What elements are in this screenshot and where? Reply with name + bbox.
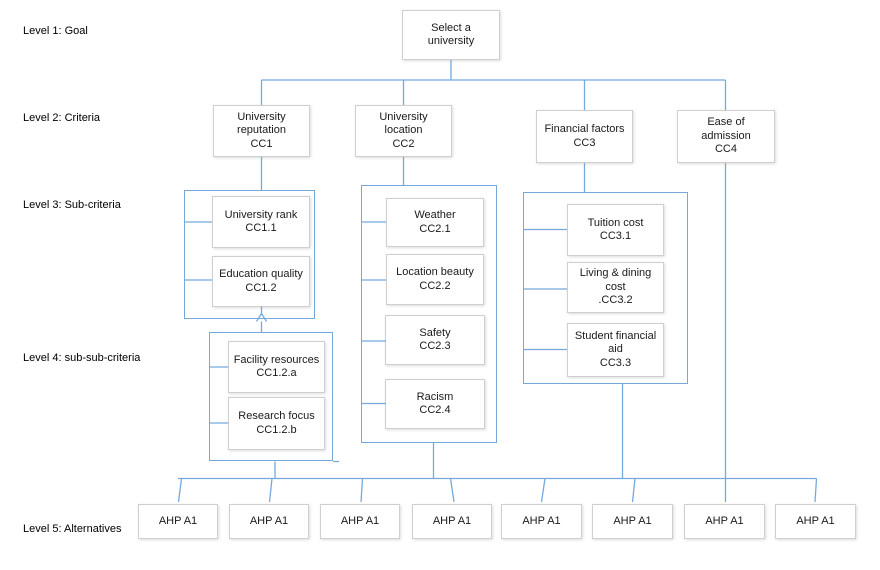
node-goal: Select a university [402, 10, 500, 60]
node-alternative-1: AHP A1 [138, 504, 218, 539]
node-cc23-safety: Safety CC2.3 [385, 315, 485, 365]
node-alternative-2: AHP A1 [229, 504, 309, 539]
node-cc22-location-beauty: Location beauty CC2.2 [386, 254, 484, 305]
node-cc3-financial-factors: Financial factors CC3 [536, 110, 633, 163]
node-cc21-weather: Weather CC2.1 [386, 198, 484, 247]
node-cc33-student-financial-aid: Student financial aid CC3.3 [567, 323, 664, 377]
node-cc2-university-location: University location CC2 [355, 105, 452, 157]
node-alternative-7: AHP A1 [684, 504, 765, 539]
node-alternative-8: AHP A1 [775, 504, 856, 539]
node-cc24-racism: Racism CC2.4 [385, 379, 485, 429]
node-alternative-6: AHP A1 [592, 504, 673, 539]
node-cc11-university-rank: University rank CC1.1 [212, 196, 310, 248]
node-cc4-ease-of-admission: Ease of admission CC4 [677, 110, 775, 163]
level-1-label: Level 1: Goal [23, 25, 88, 37]
node-cc12b-research-focus: Research focus CC1.2.b [228, 397, 325, 450]
node-alternative-4: AHP A1 [412, 504, 492, 539]
node-cc1-university-reputation: University reputation CC1 [213, 105, 310, 157]
node-cc12a-facility-resources: Facility resources CC1.2.a [228, 341, 325, 393]
alternatives-bus-connectors [177, 477, 818, 503]
goal-to-criteria-connectors [260, 60, 727, 110]
level-5-label: Level 5: Alternatives [23, 523, 122, 535]
level-4-label: Level 4: sub-sub-criteria [23, 352, 141, 364]
node-cc31-tuition-cost: Tuition cost CC3.1 [567, 204, 664, 256]
node-cc32-living-dining-cost: Living & dining cost .CC3.2 [567, 262, 664, 313]
node-alternative-5: AHP A1 [501, 504, 582, 539]
node-alternative-3: AHP A1 [320, 504, 400, 539]
level-3-label: Level 3: Sub-criteria [23, 199, 121, 211]
node-cc12-education-quality: Education quality CC1.2 [212, 256, 310, 307]
level-2-label: Level 2: Criteria [23, 112, 101, 124]
